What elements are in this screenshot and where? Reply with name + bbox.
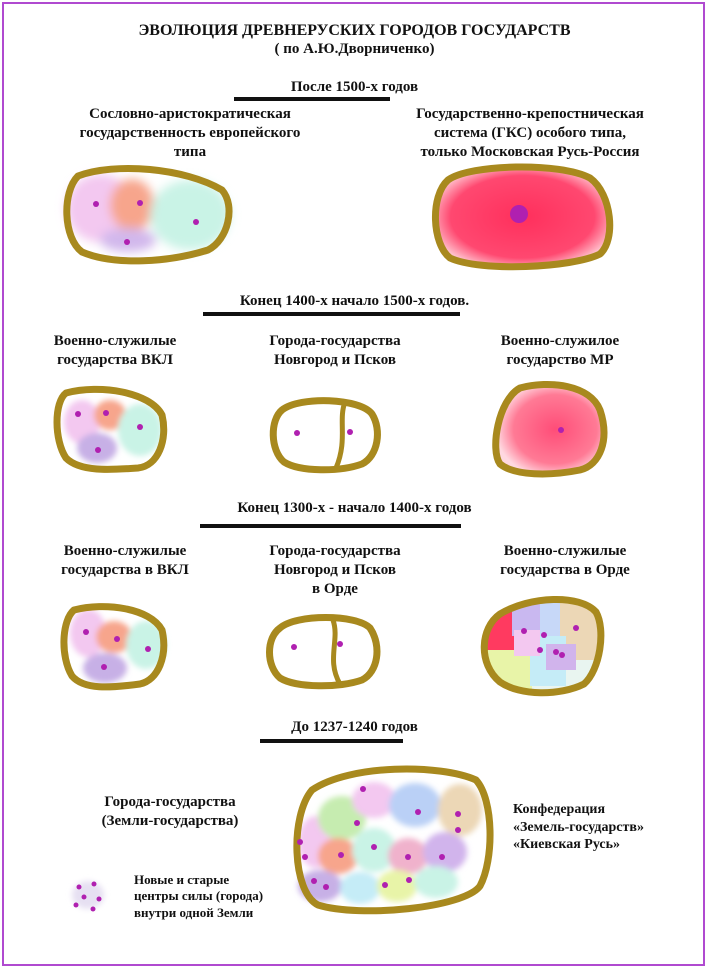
power-center-dot <box>95 447 101 453</box>
power-center-dot <box>93 201 99 207</box>
shape-novgorod-pskov-horde <box>266 614 381 690</box>
power-center-dot <box>559 652 565 658</box>
section-rule <box>200 524 461 528</box>
label-estate-aristocratic: Сословно-аристократическая государственн… <box>79 106 301 160</box>
label-horde-states: Военно-служилые государства в Орде <box>500 543 630 578</box>
power-center-dot <box>347 429 353 435</box>
label-kievan-rus-confederation: Конфедерация «Земель-государств» «Киевск… <box>513 802 644 852</box>
power-center-dot <box>302 854 308 860</box>
power-center-dot <box>101 664 107 670</box>
label-vkl-states: Военно-служилые государства ВКЛ <box>53 333 177 368</box>
section-rule <box>234 97 390 101</box>
power-center-dot <box>573 625 579 631</box>
power-center-dot <box>455 827 461 833</box>
power-center-dot <box>371 844 377 850</box>
power-center-dot <box>145 646 151 652</box>
section-rule <box>260 739 403 743</box>
section-heading-end-1400: Конец 1400-х начало 1500-х годов. <box>239 293 470 309</box>
label-mr-state: Военно-служилое государство МР <box>500 333 620 368</box>
power-center-dot <box>297 839 303 845</box>
power-center-dot <box>541 632 547 638</box>
power-center-dot <box>439 854 445 860</box>
label-novgorod-pskov: Города-государства Новгород и Псков <box>269 333 401 368</box>
power-center-dot <box>103 410 109 416</box>
section-rule <box>203 312 460 316</box>
shape-kievan-rus-confederation <box>293 765 494 915</box>
page-title: ЭВОЛЮЦИЯ ДРЕВНЕРУСКИХ ГОРОДОВ ГОСУДАРСТВ <box>138 22 571 39</box>
label-state-serfdom-system: Государственно-крепостническая система (… <box>416 106 644 160</box>
label-vkl-states-horde: Военно-служилые государства в ВКЛ <box>61 543 189 578</box>
shape-moscow-gks <box>432 163 614 271</box>
power-center-dot <box>521 628 527 634</box>
section-heading-end-1300: Конец 1300-х - начало 1400-х годов <box>237 500 472 516</box>
power-center-dot <box>291 644 297 650</box>
section-heading-after-1500: После 1500-х годов <box>290 79 419 95</box>
power-center-dot <box>406 877 412 883</box>
power-center-dot <box>193 219 199 225</box>
power-center-dot <box>124 239 130 245</box>
shape-horde-military-states <box>480 595 605 697</box>
power-center-dot <box>354 820 360 826</box>
shape-novgorod-pskov <box>269 397 381 474</box>
power-center-dot <box>455 811 461 817</box>
power-center-dot <box>405 854 411 860</box>
shape-european-estate-state <box>63 164 233 265</box>
power-center-dot <box>75 411 81 417</box>
moscow-center-dot <box>510 205 528 223</box>
page-subtitle: ( по А.Ю.Дворниченко) <box>274 41 435 57</box>
section-heading-before-1237: До 1237-1240 годов <box>291 719 418 735</box>
power-center-dot <box>360 786 366 792</box>
power-center-dot <box>83 629 89 635</box>
power-center-dot <box>337 641 343 647</box>
shape-vkl-military-states <box>53 385 168 473</box>
power-center-dot <box>137 424 143 430</box>
shape-vkl-in-horde <box>60 603 168 691</box>
power-center-dot <box>382 882 388 888</box>
shape-mr-state <box>492 381 608 478</box>
label-city-states-lands: Города-государства (Земли-государства) <box>101 794 239 829</box>
power-center-dot <box>114 636 120 642</box>
power-center-dot <box>311 878 317 884</box>
power-centers-legend-icon <box>72 881 104 912</box>
power-center-dot <box>338 852 344 858</box>
label-novgorod-pskov-horde: Города-государства Новгород и Псков в Ор… <box>269 543 401 597</box>
power-center-dot <box>537 647 543 653</box>
power-center-dot <box>553 649 559 655</box>
power-center-dot <box>294 430 300 436</box>
power-center-dot <box>415 809 421 815</box>
power-center-dot <box>137 200 143 206</box>
power-center-dot <box>323 884 329 890</box>
power-center-dot <box>558 427 564 433</box>
label-power-centers-legend: Новые и старые центры силы (города) внут… <box>134 872 264 920</box>
